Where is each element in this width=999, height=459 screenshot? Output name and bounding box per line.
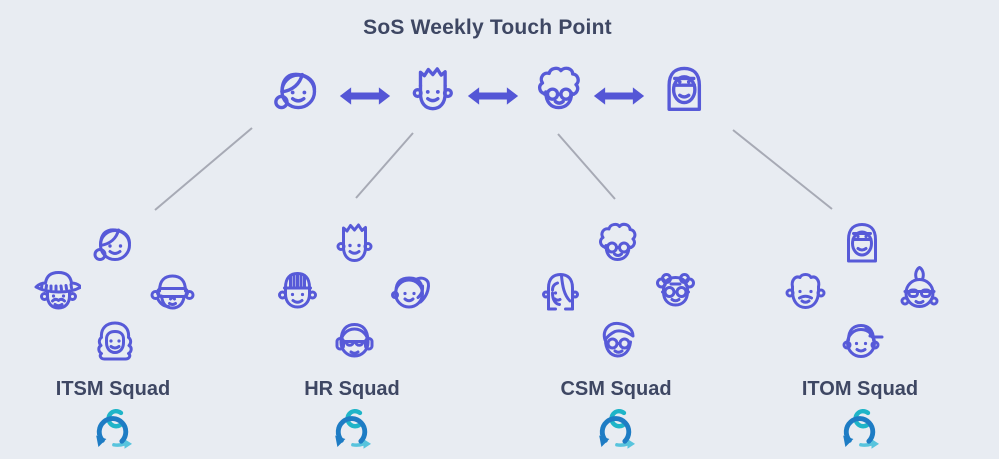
woman-wavy-avatar-icon	[88, 314, 138, 364]
woman-ponytail-avatar-icon	[384, 265, 434, 315]
squad-label: ITOM Squad	[801, 378, 919, 400]
sprint-loop-icon	[90, 404, 136, 452]
elder-buns-avatar-icon	[648, 265, 698, 315]
connector-line	[355, 132, 414, 199]
backwards-cap-avatar-icon	[835, 314, 885, 364]
woman-sidebun-avatar-icon	[268, 60, 324, 116]
sprint-loop-icon	[329, 404, 375, 452]
connector-line	[557, 133, 616, 200]
squad-itom: ITOM Squad	[760, 212, 960, 459]
man-beard-avatar-icon	[778, 265, 828, 315]
man-crown-avatar-icon	[327, 217, 377, 267]
swoosh-glasses-avatar-icon	[591, 314, 641, 364]
curly-glasses-avatar-icon	[591, 217, 641, 267]
headphones-shades-avatar-icon	[327, 314, 377, 364]
woman-sidebun-avatar-icon	[88, 217, 138, 267]
double-arrow-icon	[339, 84, 391, 108]
sprint-loop-icon	[593, 404, 639, 452]
mohawk-glasses-avatar-icon	[892, 265, 942, 315]
sombrero-avatar-icon	[31, 265, 81, 315]
connector-line	[154, 127, 253, 211]
sprint-loop-icon	[837, 404, 883, 452]
headscarf-avatar-icon	[835, 217, 885, 267]
double-arrow-icon	[467, 84, 519, 108]
woman-straighthair-avatar-icon	[534, 265, 584, 315]
visor-headset-avatar-icon	[145, 265, 195, 315]
squad-label: HR Squad	[304, 378, 400, 400]
headscarf-avatar-icon	[654, 60, 710, 116]
striped-cap-avatar-icon	[270, 265, 320, 315]
squad-itsm: ITSM Squad	[13, 212, 213, 459]
squad-label: CSM Squad	[560, 378, 672, 400]
curly-glasses-avatar-icon	[529, 60, 585, 116]
squad-csm: CSM Squad	[516, 212, 716, 459]
double-arrow-icon	[593, 84, 645, 108]
connector-line	[732, 129, 833, 210]
man-crown-avatar-icon	[402, 60, 458, 116]
squad-label: ITSM Squad	[55, 378, 171, 400]
squad-hr: HR Squad	[252, 212, 452, 459]
diagram-title: SoS Weekly Touch Point	[363, 16, 612, 39]
